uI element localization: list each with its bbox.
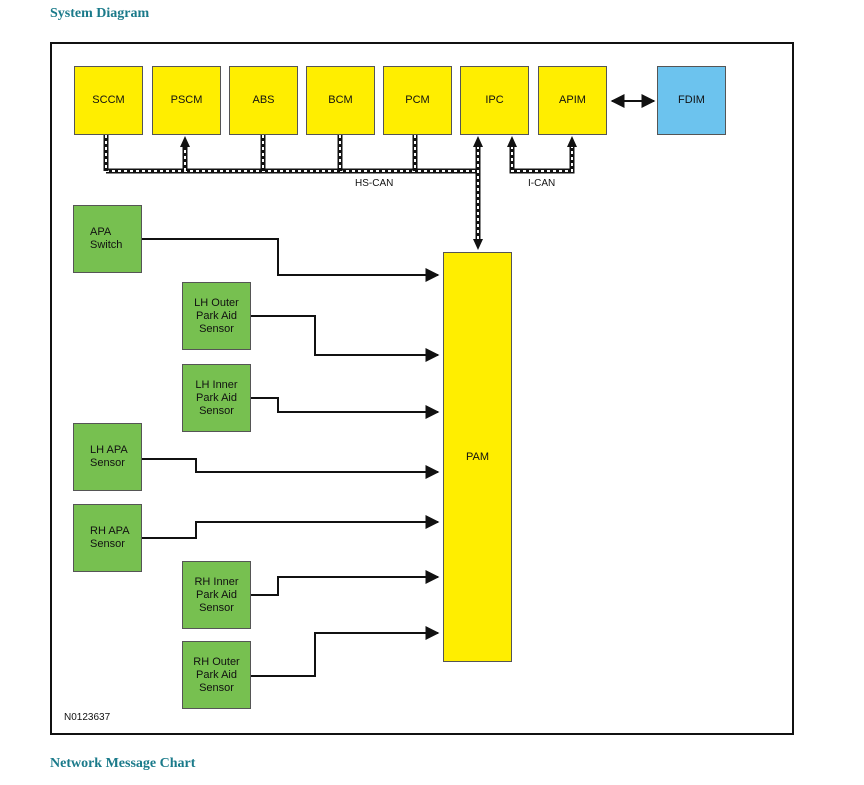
sensor-lh-outer-park-aid: LH Outer Park Aid Sensor — [182, 282, 251, 350]
diagram-frame — [50, 42, 794, 735]
pscm-link — [180, 136, 190, 171]
sensor-rh-apa: RH APA Sensor — [73, 504, 142, 572]
module-sccm: SCCM — [74, 66, 143, 135]
sensor-lh-inner-park-aid: LH Inner Park Aid Sensor — [182, 364, 251, 432]
sensor-rh-outer-park-aid: RH Outer Park Aid Sensor — [182, 641, 251, 709]
section-heading-system-diagram: System Diagram — [50, 6, 150, 21]
figure-id: N0123637 — [64, 712, 111, 723]
module-abs: ABS — [229, 66, 298, 135]
sensor-rh-inner-park-aid: RH Inner Park Aid Sensor — [182, 561, 251, 629]
module-pcm: PCM — [383, 66, 452, 135]
module-pam: PAM — [443, 252, 512, 662]
module-ipc: IPC — [460, 66, 529, 135]
module-apim: APIM — [538, 66, 607, 135]
hs-can-label: HS-CAN — [355, 178, 394, 189]
ipc-pam-link — [473, 136, 483, 250]
module-bcm: BCM — [306, 66, 375, 135]
sensor-lh-apa: LH APA Sensor — [73, 423, 142, 491]
sensor-apa-switch: APA Switch — [73, 205, 142, 273]
i-can-bus — [507, 136, 577, 174]
sensor-wires — [142, 238, 440, 677]
module-fdim: FDIM — [657, 66, 726, 135]
module-pscm: PSCM — [152, 66, 221, 135]
section-heading-network-message-chart: Network Message Chart — [50, 756, 196, 771]
i-can-label: I-CAN — [528, 178, 556, 189]
hs-can-drops — [103, 135, 418, 171]
